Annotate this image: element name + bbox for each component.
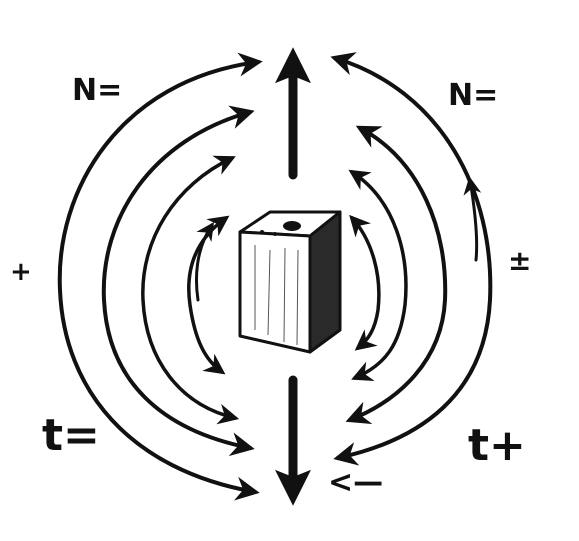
label-mid-left: + — [10, 257, 32, 287]
label-bottom-center: <— — [328, 465, 383, 500]
label-top-left: N= — [72, 73, 122, 108]
left-field-line-2 — [101, 105, 255, 456]
left-field-lines — [57, 52, 263, 501]
left-field-line-3 — [141, 155, 240, 425]
left-field-line-inner — [195, 222, 215, 302]
right-field-line-mid — [463, 176, 482, 262]
right-field-line-4 — [349, 214, 381, 351]
right-field-line-2 — [345, 125, 448, 425]
magnet-block-icon — [238, 210, 342, 354]
label-top-right: N= — [448, 78, 498, 113]
label-bottom-left: t= — [42, 410, 100, 461]
left-field-line-outer — [57, 52, 263, 501]
label-mid-right: ± — [508, 244, 531, 277]
label-bottom-right: t+ — [468, 420, 526, 471]
right-field-line-outer — [330, 52, 493, 466]
right-field-lines — [330, 52, 493, 466]
right-field-line-3 — [348, 169, 408, 381]
left-field-line-4 — [187, 215, 230, 375]
